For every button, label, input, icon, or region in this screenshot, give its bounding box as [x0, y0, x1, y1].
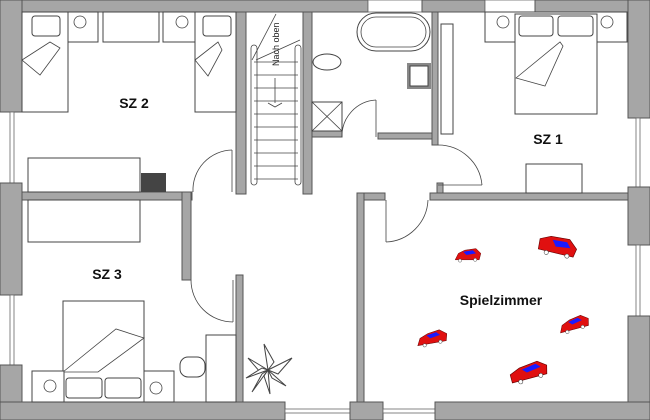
room-label-sz3: SZ 3: [92, 266, 122, 282]
interior-walls: [21, 11, 629, 403]
toy-car-icon: [454, 248, 482, 263]
room-label-playroom: Spielzimmer: [460, 292, 543, 308]
sz1-furniture: [440, 11, 628, 194]
room-label-sz1: SZ 1: [533, 131, 563, 147]
sz2-furniture: [21, 11, 237, 243]
toy-car-icon: [560, 314, 589, 334]
toy-car-icon: [509, 360, 548, 385]
sz3-furniture: [31, 300, 237, 403]
staircase[interactable]: Nach oben: [250, 13, 302, 186]
stairs-label: Nach oben: [271, 22, 281, 66]
plant-icon: [245, 343, 293, 395]
toy-car-icon: [417, 329, 448, 348]
doors: [190, 99, 483, 323]
room-label-sz2: SZ 2: [119, 95, 149, 111]
bathroom-fixtures: [311, 12, 431, 132]
toy-car-icon: [537, 235, 577, 259]
toy-cars: [417, 235, 589, 385]
